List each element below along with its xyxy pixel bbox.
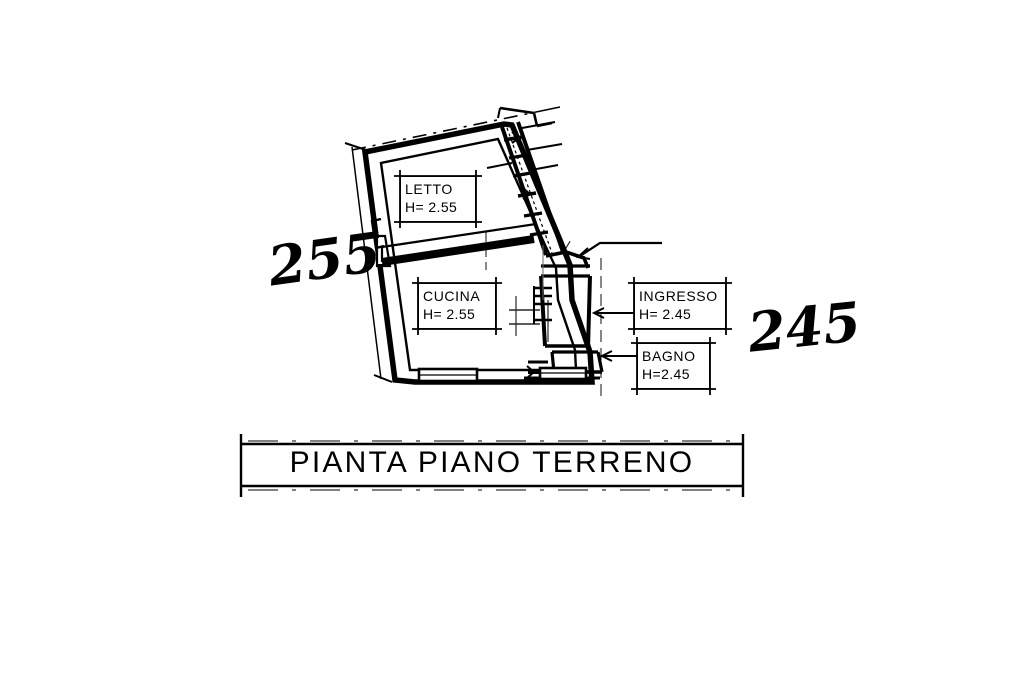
- room-name-letto: LETTO: [405, 181, 453, 198]
- room-label-ingresso: INGRESSO H= 2.45: [634, 283, 726, 329]
- bottom-wall-openings: [417, 365, 588, 383]
- leader-lines: [575, 241, 662, 362]
- title-block: PIANTA PIANO TERRENO: [238, 432, 746, 494]
- building-outer-wall: [361, 121, 595, 385]
- room-label-cucina: CUCINA H= 2.55: [418, 283, 496, 329]
- room-name-cucina: CUCINA: [423, 288, 481, 305]
- room-label-letto: LETTO H= 2.55: [400, 176, 476, 222]
- page-title: PIANTA PIANO TERRENO: [289, 446, 695, 479]
- room-name-bagno: BAGNO: [642, 348, 696, 365]
- title-block-rules: [239, 434, 745, 497]
- right-corridor-shaft: [486, 106, 565, 256]
- room-height-ingresso: H= 2.45: [639, 306, 692, 322]
- boundary-dashed-line: [351, 106, 561, 151]
- room-name-ingresso: INGRESSO: [639, 288, 718, 305]
- left-wall-niche: [370, 217, 385, 250]
- partition-wall-letto-cucina: [375, 222, 537, 268]
- room-height-cucina: H= 2.55: [423, 306, 476, 322]
- room-height-bagno: H=2.45: [642, 366, 690, 382]
- handwritten-height-245: 245: [744, 289, 864, 365]
- room-label-bagno: BAGNO H=2.45: [637, 343, 710, 389]
- secondary-thin-lines: [485, 232, 602, 400]
- room-height-letto: H= 2.55: [405, 199, 458, 215]
- left-dimension-line: [344, 142, 393, 383]
- handwritten-height-255: 255: [264, 219, 385, 299]
